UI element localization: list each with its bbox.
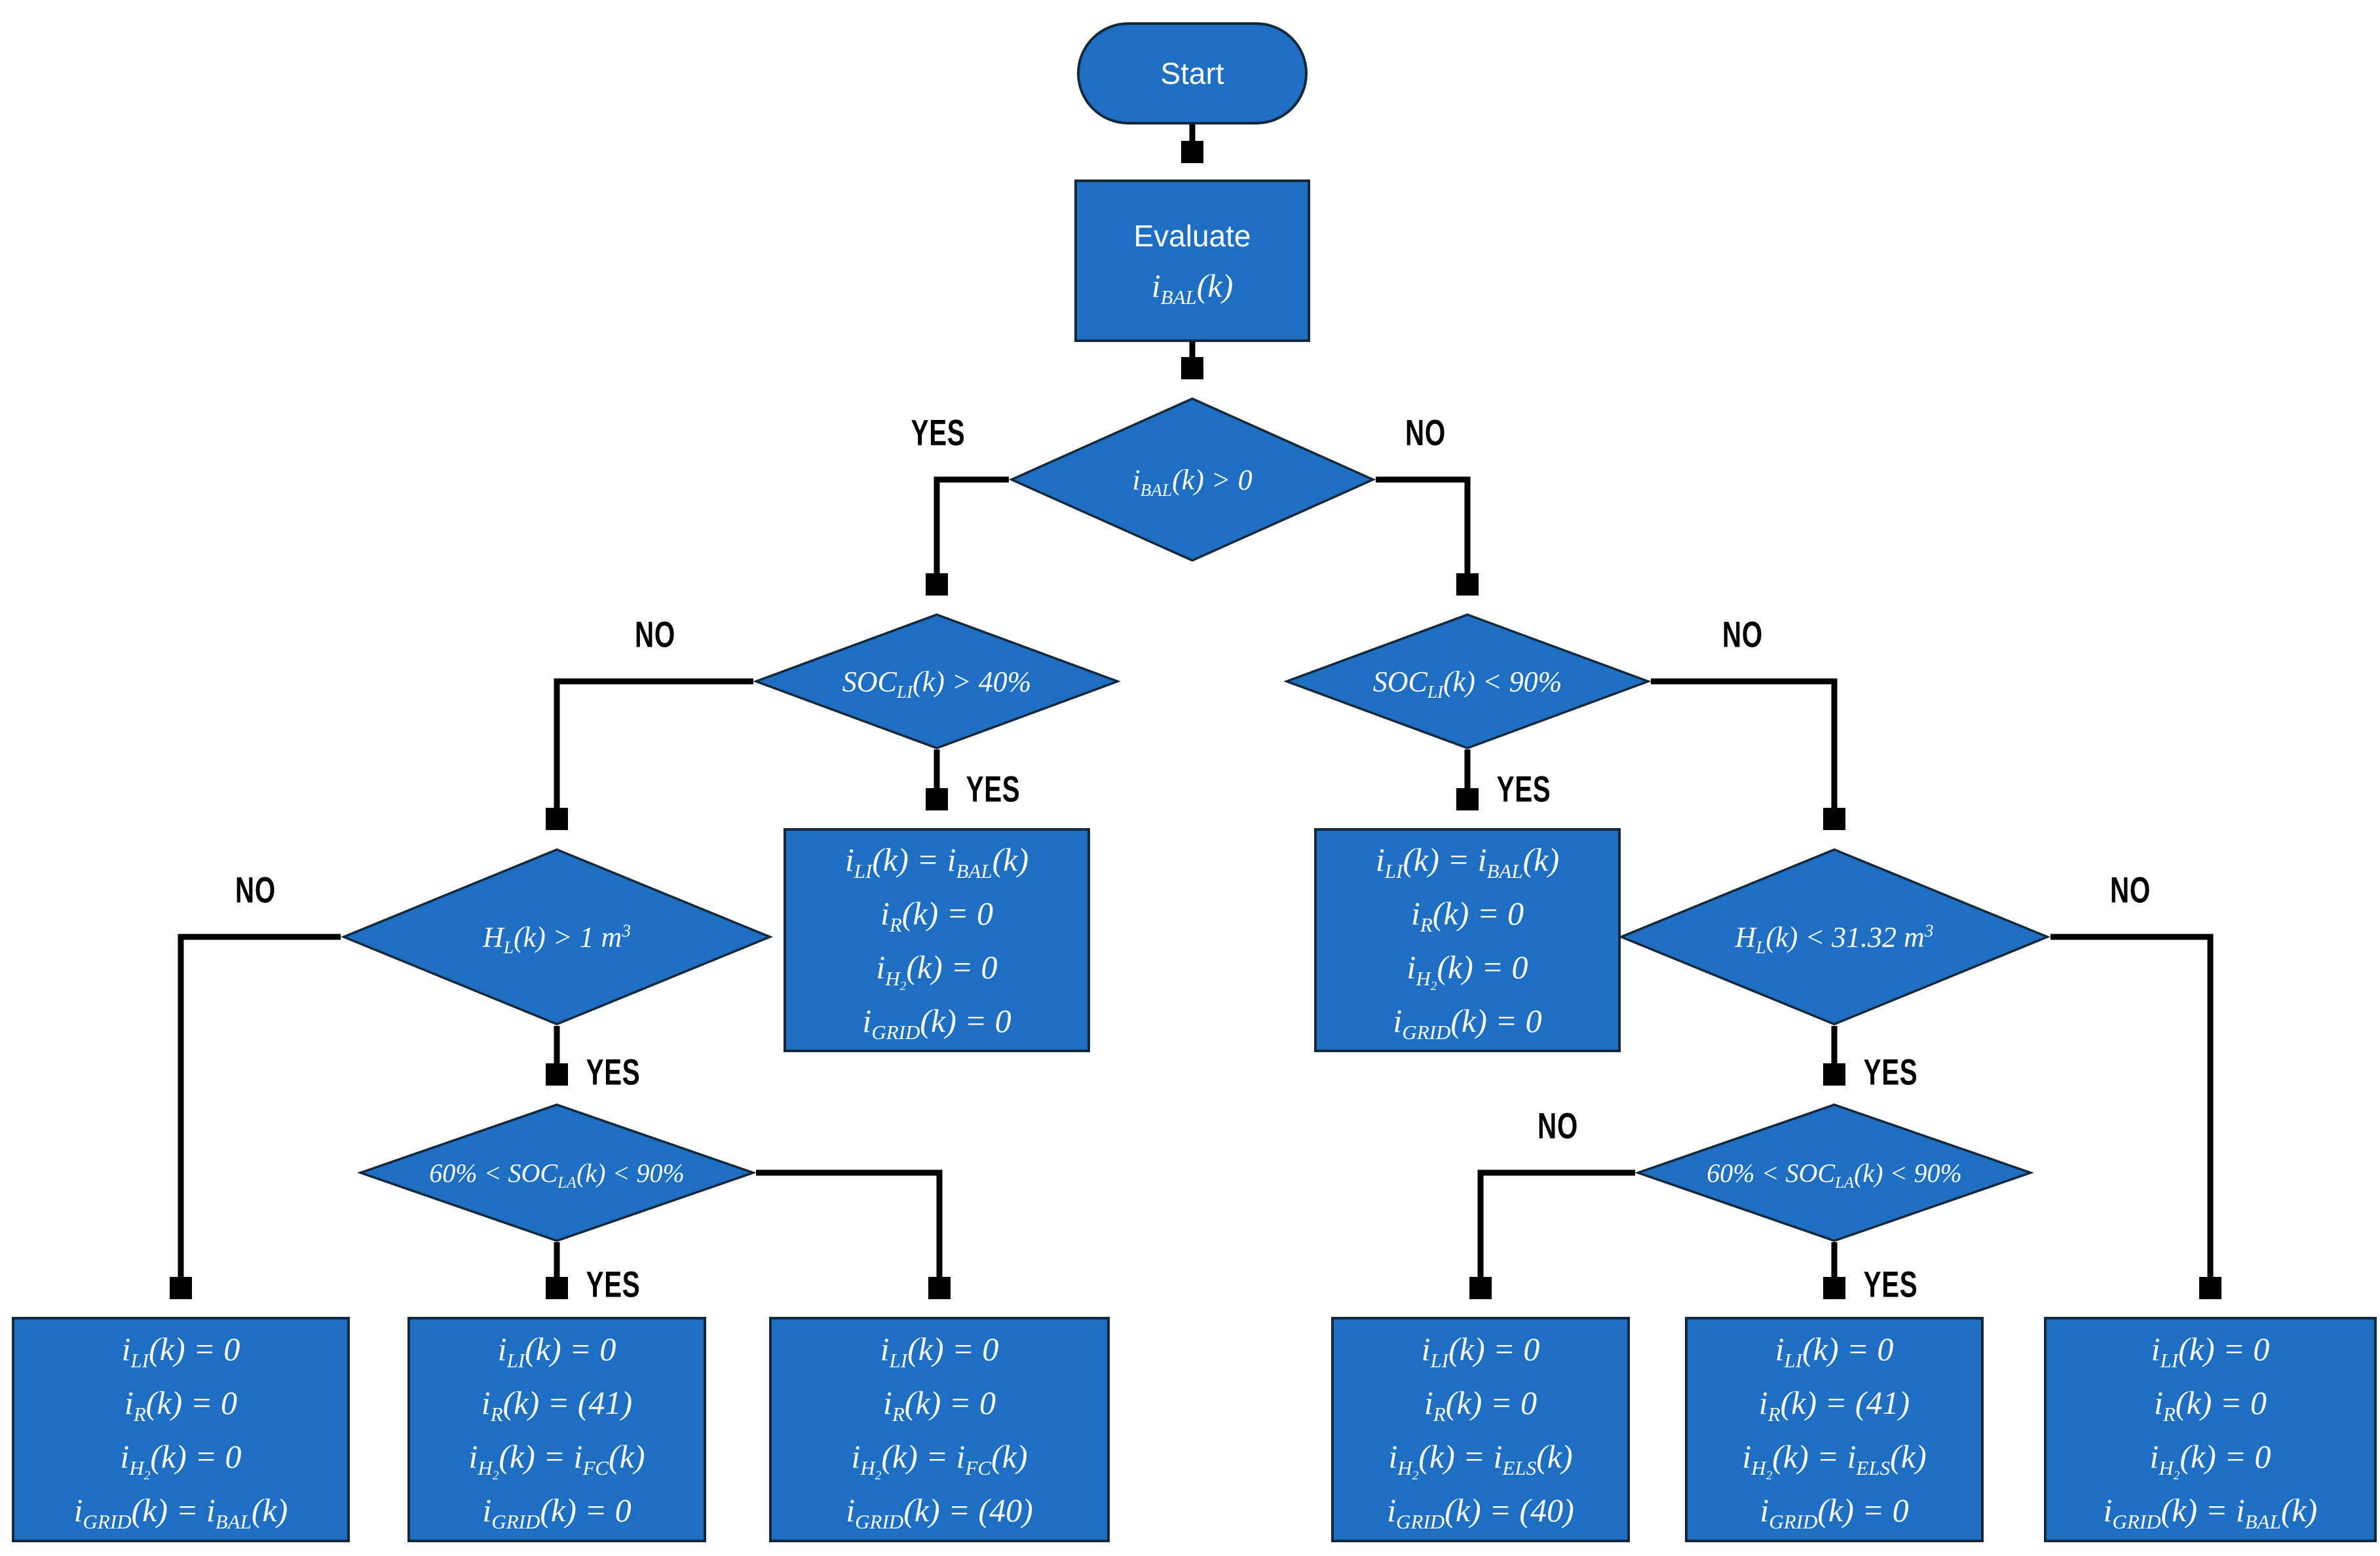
action-box-electrolyser-grid40: iLI(k) = 0 iR(k) = 0 iH2(k) = iELS(k) iG… bbox=[1331, 1317, 1630, 1542]
equation-line: iH2(k) = iELS(k) bbox=[1388, 1438, 1573, 1483]
diamond-shape bbox=[1009, 397, 1376, 562]
equation-line: iH2(k) = iFC(k) bbox=[468, 1438, 645, 1483]
branch-label-yes: YES bbox=[1863, 1051, 1918, 1093]
decision-soc-la-range-right: 60% < SOCLA(k) < 90% bbox=[1635, 1103, 2033, 1242]
equation-line: iR(k) = (41) bbox=[1758, 1384, 1910, 1426]
equation-line: iGRID(k) = 0 bbox=[482, 1492, 632, 1533]
decision-label: SOCLI(k) < 90% bbox=[1372, 665, 1562, 702]
equation-line: iLI(k) = 0 bbox=[880, 1331, 999, 1372]
equation-line: iLI(k) = iBAL(k) bbox=[1375, 841, 1560, 882]
equation-line: iH2(k) = iFC(k) bbox=[851, 1438, 1028, 1483]
action-box-grid-export: iLI(k) = 0 iR(k) = 0 iH2(k) = 0 iGRID(k)… bbox=[2044, 1317, 2377, 1542]
evaluate-label: Evaluate bbox=[1133, 219, 1251, 253]
equation-line: iH2(k) = 0 bbox=[2149, 1438, 2271, 1483]
equation-line: iR(k) = 0 bbox=[880, 895, 994, 936]
decision-soc-la-range-left: 60% < SOCLA(k) < 90% bbox=[358, 1103, 756, 1242]
equation-line: iLI(k) = 0 bbox=[497, 1331, 616, 1372]
branch-label-yes: YES bbox=[1496, 768, 1551, 810]
equation-line: iLI(k) = 0 bbox=[1775, 1331, 1894, 1372]
equation-line: iLI(k) = 0 bbox=[121, 1331, 240, 1372]
diamond-shape bbox=[358, 1103, 756, 1242]
equation-line: iR(k) = 0 bbox=[2153, 1384, 2267, 1426]
equation-line: iLI(k) = 0 bbox=[1421, 1331, 1540, 1372]
diamond-shape bbox=[1635, 1103, 2033, 1242]
action-box-li-discharge: iLI(k) = iBAL(k) iR(k) = 0 iH2(k) = 0 iG… bbox=[784, 828, 1090, 1052]
equation-line: iGRID(k) = iBAL(k) bbox=[73, 1492, 288, 1533]
branch-label-no: NO bbox=[2110, 869, 2151, 911]
action-box-fuel-cell-grid40: iLI(k) = 0 iR(k) = 0 iH2(k) = iFC(k) iGR… bbox=[769, 1317, 1110, 1542]
action-box-li-charge: iLI(k) = iBAL(k) iR(k) = 0 iH2(k) = 0 iG… bbox=[1314, 828, 1621, 1052]
equation-line: iH2(k) = 0 bbox=[1407, 949, 1528, 994]
branch-label-yes: YES bbox=[911, 411, 966, 453]
equation-line: iGRID(k) = 0 bbox=[1760, 1492, 1909, 1533]
branch-label-no: NO bbox=[635, 613, 675, 655]
equation-line: iLI(k) = 0 bbox=[2151, 1331, 2270, 1372]
equation-line: iGRID(k) = 0 bbox=[862, 1002, 1011, 1044]
diamond-shape bbox=[1284, 613, 1651, 750]
equation-line: iR(k) = 0 bbox=[124, 1384, 238, 1426]
branch-label-no: NO bbox=[1722, 613, 1763, 655]
equation-line: iH2(k) = 0 bbox=[120, 1438, 242, 1483]
branch-label-yes: YES bbox=[1863, 1263, 1918, 1305]
decision-label: HL(k) < 31.32 m3 bbox=[1735, 920, 1934, 957]
equation-line: iGRID(k) = (40) bbox=[1387, 1492, 1574, 1533]
action-box-electrolyser-r41: iLI(k) = 0 iR(k) = (41) iH2(k) = iELS(k)… bbox=[1685, 1317, 1984, 1542]
equation-line: iGRID(k) = iBAL(k) bbox=[2103, 1492, 2318, 1533]
branch-label-yes: YES bbox=[586, 1263, 641, 1305]
decision-soc-li-below-90: SOCLI(k) < 90% bbox=[1284, 613, 1651, 750]
decision-ibal-positive: iBAL(k) > 0 bbox=[1009, 397, 1376, 562]
action-box-fuel-cell-r41: iLI(k) = 0 iR(k) = (41) iH2(k) = iFC(k) … bbox=[407, 1317, 706, 1542]
equation-line: iGRID(k) = (40) bbox=[846, 1492, 1033, 1533]
diamond-shape bbox=[341, 848, 773, 1026]
decision-label: HL(k) > 1 m3 bbox=[483, 920, 631, 957]
evaluate-expression: iBAL(k) bbox=[1151, 267, 1234, 309]
decision-hydrogen-level-above-1: HL(k) > 1 m3 bbox=[341, 848, 773, 1026]
action-box-grid-import: iLI(k) = 0 iR(k) = 0 iH2(k) = 0 iGRID(k)… bbox=[12, 1317, 350, 1542]
branch-label-no: NO bbox=[1405, 411, 1446, 453]
equation-line: iGRID(k) = 0 bbox=[1393, 1002, 1542, 1044]
diamond-shape bbox=[1618, 848, 2050, 1026]
equation-line: iLI(k) = iBAL(k) bbox=[844, 841, 1029, 882]
start-node: Start bbox=[1077, 22, 1308, 124]
decision-label: 60% < SOCLA(k) < 90% bbox=[429, 1158, 685, 1192]
equation-line: iR(k) = 0 bbox=[1410, 895, 1524, 936]
evaluate-node: Evaluate iBAL(k) bbox=[1074, 180, 1310, 342]
decision-label: 60% < SOCLA(k) < 90% bbox=[1707, 1158, 1962, 1192]
equation-line: iH2(k) = iELS(k) bbox=[1742, 1438, 1927, 1483]
decision-label: SOCLI(k) > 40% bbox=[842, 665, 1032, 702]
branch-label-yes: YES bbox=[586, 1051, 641, 1093]
branch-label-no: NO bbox=[1538, 1105, 1578, 1147]
branch-label-no: NO bbox=[235, 869, 276, 911]
start-label: Start bbox=[1160, 56, 1224, 90]
diamond-shape bbox=[753, 613, 1120, 750]
equation-line: iR(k) = (41) bbox=[481, 1384, 633, 1426]
equation-line: iH2(k) = 0 bbox=[876, 949, 998, 994]
decision-label: iBAL(k) > 0 bbox=[1132, 463, 1253, 500]
decision-hydrogen-level-below-3132: HL(k) < 31.32 m3 bbox=[1618, 848, 2050, 1026]
branch-label-yes: YES bbox=[966, 768, 1021, 810]
equation-line: iR(k) = 0 bbox=[882, 1384, 996, 1426]
decision-soc-li-above-40: SOCLI(k) > 40% bbox=[753, 613, 1120, 750]
equation-line: iR(k) = 0 bbox=[1424, 1384, 1538, 1426]
